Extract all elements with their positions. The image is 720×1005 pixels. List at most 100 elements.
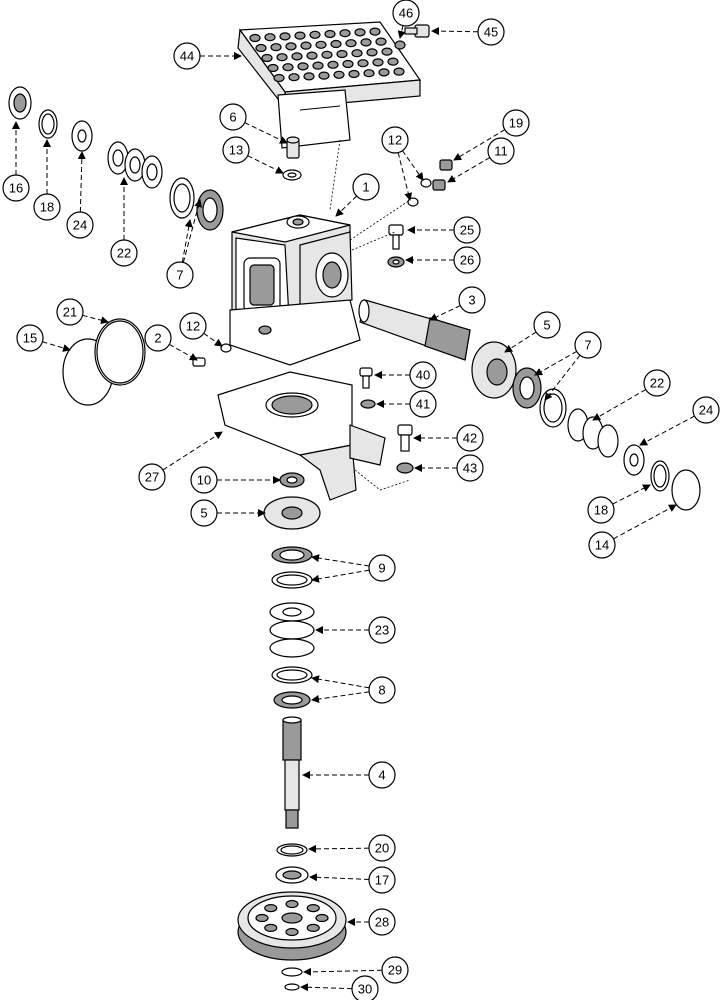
part-29-washer	[281, 967, 303, 977]
callout-label: 12	[186, 319, 200, 334]
callout-label: 25	[460, 223, 474, 238]
callout-label: 16	[9, 181, 23, 196]
part-7-bearing-left	[169, 177, 224, 231]
gear-hole	[264, 923, 278, 932]
callout-c5a: 5	[533, 311, 561, 339]
callout-c45: 45	[477, 18, 505, 46]
leader-lines	[12, 25, 695, 992]
leader-line-c2	[169, 343, 198, 361]
leader-line-c15	[42, 341, 71, 352]
callout-circle	[453, 246, 481, 274]
leader-line-c11	[447, 157, 491, 183]
guard-hole	[312, 61, 324, 70]
guard-hole	[327, 60, 339, 69]
callout-circle	[173, 42, 201, 70]
leader-line-c9	[311, 569, 370, 583]
callout-circle	[110, 239, 138, 267]
part-1-gearbox-housing	[229, 214, 361, 366]
callout-circle	[456, 454, 484, 482]
callout-label: 5	[543, 318, 550, 333]
part-22-shims-left	[107, 141, 163, 189]
guard-hole	[363, 69, 375, 78]
callout-circle	[352, 173, 380, 201]
callout-c1: 1	[352, 173, 380, 201]
callout-label: 2	[154, 331, 161, 346]
guard-hole	[267, 63, 279, 73]
leader-line-c45	[431, 27, 479, 36]
part-27-mounting-plate	[217, 371, 386, 501]
callout-c16: 16	[2, 174, 30, 202]
callout-circle	[66, 211, 94, 239]
callout-circle	[56, 298, 84, 326]
part-3-input-shaft	[358, 299, 471, 361]
part-7-bearing-right	[512, 367, 567, 428]
callout-circle	[368, 676, 396, 704]
callout-c5b: 5	[190, 499, 218, 527]
callout-circle	[368, 616, 396, 644]
callout-label: 30	[358, 982, 372, 997]
callout-label: 26	[460, 253, 474, 268]
callout-label: 1	[362, 180, 369, 195]
callout-c7a: 7	[574, 331, 602, 359]
callout-c24b: 24	[692, 396, 720, 424]
callout-circle	[190, 499, 218, 527]
callout-c18b: 18	[587, 496, 615, 524]
callout-circle	[368, 761, 396, 789]
callout-label: 17	[375, 873, 389, 888]
leader-line-c12b	[203, 332, 223, 347]
leader-line-c24b	[639, 415, 695, 446]
leader-line-c19	[453, 129, 506, 161]
leader-line-c30	[300, 983, 353, 992]
callout-label: 22	[117, 246, 131, 261]
part-28-drive-gear	[237, 891, 347, 961]
callout-circle	[587, 496, 615, 524]
part-5-bevel-gear-right	[471, 341, 517, 399]
callout-label: 43	[463, 461, 477, 476]
part-26-washer	[387, 256, 405, 268]
guard-hole	[336, 49, 348, 59]
part-12-11-19-small-parts	[407, 159, 453, 207]
callout-circle	[487, 137, 515, 165]
callout-label: 27	[145, 470, 159, 485]
part-42-bolt	[397, 424, 413, 452]
guard-hole	[348, 69, 360, 79]
callout-circle	[368, 554, 396, 582]
callout-c46: 46	[392, 0, 420, 27]
callout-c42: 42	[456, 424, 484, 452]
part-16-cap	[8, 86, 32, 120]
guard-hole	[324, 29, 336, 39]
callout-circle	[368, 834, 396, 862]
leader-line-c5a	[504, 331, 537, 353]
guard-hole	[306, 51, 318, 60]
guard-hole	[300, 41, 312, 50]
callout-circle	[166, 261, 194, 289]
part-40-bolt	[359, 367, 373, 389]
leader-line-c18b	[612, 484, 651, 505]
callout-c10: 10	[190, 466, 218, 494]
callout-label: 42	[463, 431, 477, 446]
callout-label: 23	[375, 623, 389, 638]
part-8-bearing	[271, 666, 313, 709]
guard-hole	[249, 33, 261, 43]
callout-label: 9	[378, 561, 385, 576]
leader-line-c29	[303, 967, 383, 976]
callout-c4: 4	[368, 761, 396, 789]
guard-hole	[303, 72, 315, 81]
guard-hole	[318, 71, 330, 80]
callout-c3: 3	[458, 286, 486, 314]
part-9-bearing	[271, 546, 313, 589]
callout-c23: 23	[368, 616, 396, 644]
leader-line-c7b	[181, 219, 193, 263]
part-21-o-ring	[94, 318, 146, 386]
leader-line-c8	[311, 691, 370, 703]
callout-c9: 9	[368, 554, 396, 582]
callout-c20: 20	[368, 834, 396, 862]
callout-c21: 21	[56, 298, 84, 326]
part-25-bolt	[388, 224, 404, 250]
guard-hole	[357, 59, 369, 68]
guard-hole	[264, 33, 276, 42]
callout-c6: 6	[219, 103, 247, 131]
guard-hole	[378, 68, 390, 77]
